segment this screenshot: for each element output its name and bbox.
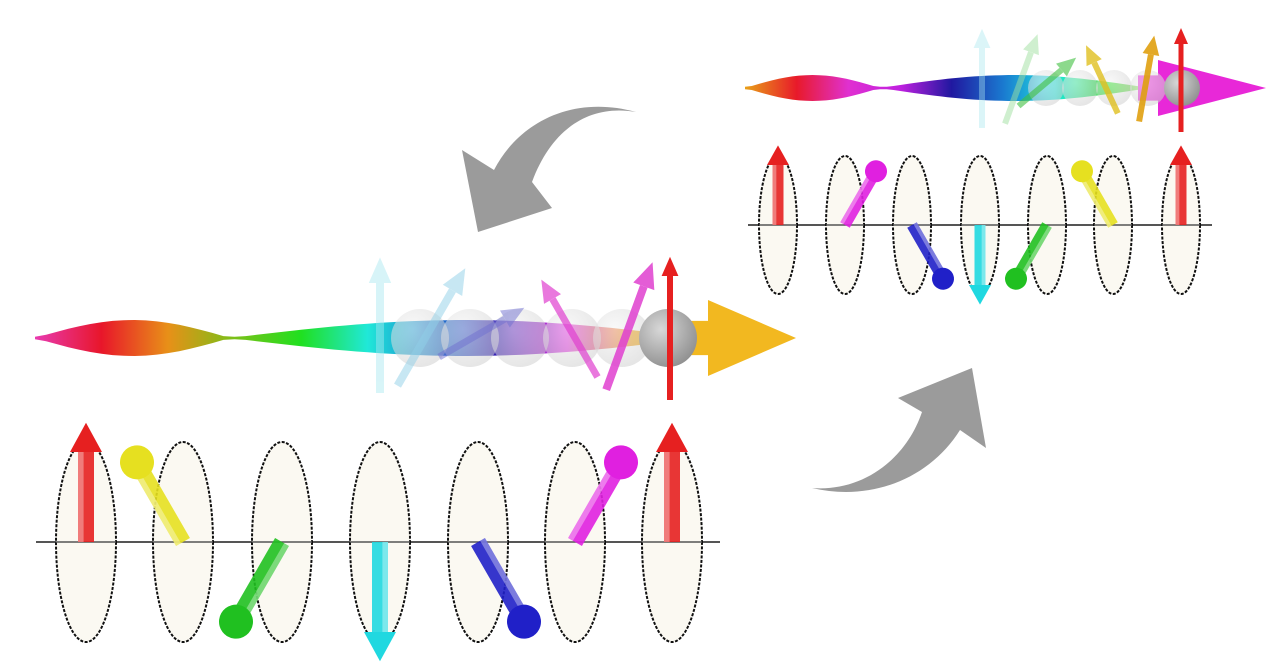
lower-spin-wave-panel [35,256,796,662]
spin-arrow-icon [120,445,190,546]
spin-arrow-icon [1071,160,1118,228]
spin-sphere [491,309,549,367]
spin-arrow-icon [541,279,601,379]
spin-arrow-icon [767,145,789,225]
spin-arrow-icon [661,256,679,400]
spin-arrow-icon [656,422,688,542]
spin-arrow-icon [1136,35,1160,123]
spin-arrow-icon [1174,28,1188,132]
spin-arrow-icon [471,538,541,639]
spin-arrow-icon [602,262,655,392]
spin-arrow-icon [1002,34,1039,125]
spin-arrow-icon [1086,45,1121,115]
spin-arrow-icon [1170,145,1192,225]
curved-arrow-icon [812,368,986,492]
spin-arrow-icon [368,257,392,393]
spin-arrow-icon [219,538,289,639]
spin-arrow-icon [437,307,525,361]
spin-arrow-icon [394,268,466,388]
spin-arrow-icon [907,222,954,290]
upper-spin-wave-panel [745,28,1266,305]
spin-arrow-icon [568,445,638,546]
spin-arrow-icon [840,160,887,228]
spin-sphere [1062,70,1098,106]
spin-arrow-icon [70,422,102,542]
curved-arrow-icon [462,106,636,232]
spin-arrow-icon [969,225,991,305]
propagation-arrow-icon [1138,60,1266,116]
spin-arrow-icon [364,542,396,662]
propagation-arrow-icon [688,300,796,376]
spin-arrow-icon [973,28,991,128]
spin-arrow-icon [1005,222,1052,290]
spin-arrow-icon [1016,57,1077,109]
